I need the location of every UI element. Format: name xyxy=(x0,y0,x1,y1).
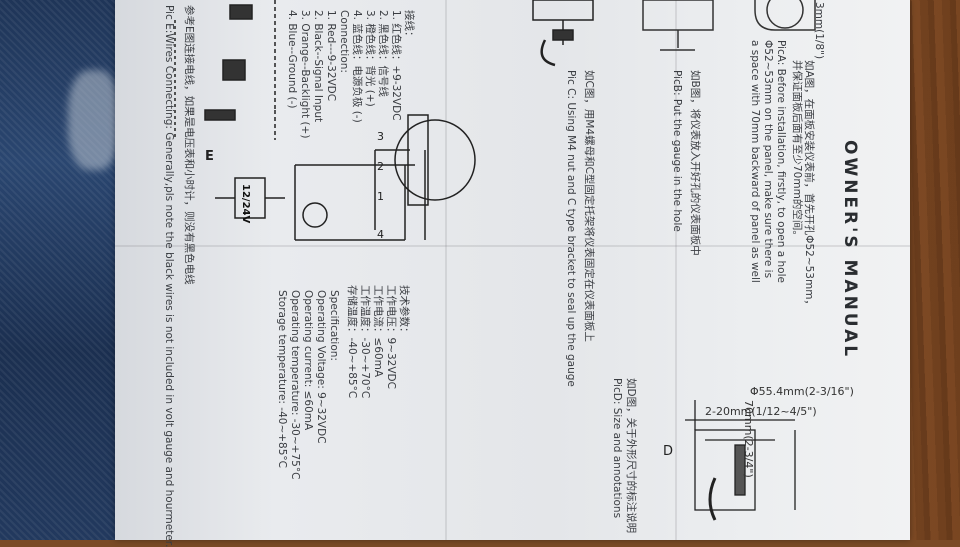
pic-d-dim-thickness: 2-20mm(1/12~4/5") xyxy=(705,405,817,418)
pic-d-dim-depth: 70mm(2-3/4") xyxy=(742,400,755,478)
gauge-back-circle xyxy=(394,119,476,201)
pic-d-size-illustration xyxy=(685,400,796,521)
pic-d-dim-diameter: Φ55.4mm(2-3/16") xyxy=(750,385,854,398)
sensor-symbol xyxy=(302,202,328,228)
terminal-2-label: 2 xyxy=(377,160,384,173)
pic-e-label: E xyxy=(205,149,214,164)
battery-voltage-label: 12/24V xyxy=(240,184,251,223)
terminal-4-label: 4 xyxy=(377,228,384,241)
diagrams-layer: Φ55.4mm(2-3/16") 2-20mm(1/12~4/5") 70mm(… xyxy=(174,0,854,521)
manual-sheet: OWNER'S MANUAL 如A图，在面板安装仪表前，首先开孔Φ52~53mm… xyxy=(115,0,910,547)
pic-a-gauge-illustration xyxy=(754,0,816,31)
pic-b-gauge-illustration xyxy=(642,0,714,51)
wiring-diagram xyxy=(174,0,476,241)
pic-c-gauge-illustration xyxy=(532,0,594,67)
terminal-3-label: 3 xyxy=(377,130,384,143)
terminal-block xyxy=(407,114,429,206)
pic-d-label: D xyxy=(663,444,673,459)
terminal-1-label: 1 xyxy=(377,190,384,203)
denim-fabric xyxy=(0,0,120,540)
